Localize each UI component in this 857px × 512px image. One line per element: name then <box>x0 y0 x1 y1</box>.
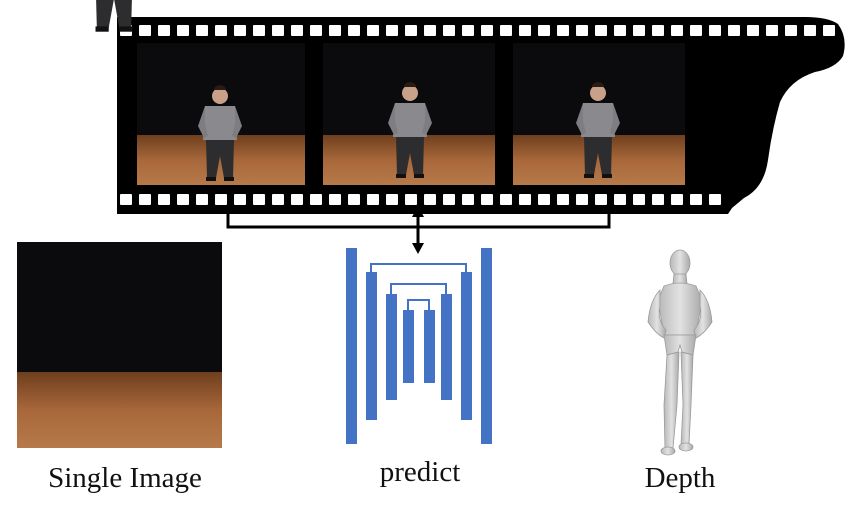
film-sprocket-hole <box>652 25 664 36</box>
film-sprocket-hole <box>215 25 227 36</box>
film-sprocket-hole <box>557 25 569 36</box>
film-sprocket-hole <box>576 194 588 205</box>
film-sprocket-hole <box>709 25 721 36</box>
film-sprocket-hole <box>291 194 303 205</box>
film-sprocket-hole <box>291 25 303 36</box>
film-sprocket-hole <box>595 194 607 205</box>
decoder-layer-1 <box>481 248 492 444</box>
encoder-layer-4 <box>403 310 414 383</box>
film-strip-icon <box>117 17 845 214</box>
film-sprocket-hole <box>633 25 645 36</box>
film-sprocket-hole <box>519 25 531 36</box>
film-sprocket-hole <box>405 194 417 205</box>
film-sprocket-hole <box>386 25 398 36</box>
film-sprocket-hole <box>386 194 398 205</box>
decoder-layer-2 <box>461 272 472 420</box>
film-sprocket-hole <box>462 25 474 36</box>
film-sprocket-hole <box>348 25 360 36</box>
depth-caption: Depth <box>644 462 716 494</box>
film-sprocket-hole <box>196 25 208 36</box>
film-sprocket-hole <box>443 25 455 36</box>
film-sprocket-hole <box>671 25 683 36</box>
film-sprocket-hole <box>348 194 360 205</box>
decoder-layer-3 <box>441 294 452 400</box>
film-sprocket-hole <box>785 25 797 36</box>
film-sprocket-hole <box>310 25 322 36</box>
film-sprocket-hole <box>519 194 531 205</box>
film-sprocket-hole <box>120 194 132 205</box>
film-sprocket-hole <box>139 194 151 205</box>
film-sprocket-hole <box>481 25 493 36</box>
human-mesh-icon <box>647 249 713 456</box>
film-sprocket-hole <box>215 194 227 205</box>
film-sprocket-hole <box>177 194 189 205</box>
film-sprocket-hole <box>158 25 170 36</box>
encoder-layer-2 <box>366 272 377 420</box>
film-frame-1 <box>137 43 305 185</box>
film-sprocket-hole <box>633 194 645 205</box>
film-sprocket-hole <box>804 25 816 36</box>
film-sprocket-hole <box>234 194 246 205</box>
film-sprocket-hole <box>329 194 341 205</box>
film-sprocket-hole <box>272 25 284 36</box>
film-sprocket-hole <box>614 25 626 36</box>
film-sprocket-hole <box>424 194 436 205</box>
film-sprocket-hole <box>272 194 284 205</box>
single-image-photo <box>17 0 222 448</box>
film-sprocket-hole <box>424 25 436 36</box>
predict-caption: predict <box>379 456 461 488</box>
film-sprocket-hole <box>576 25 588 36</box>
film-sprocket-hole <box>557 194 569 205</box>
single-image-caption: Single Image <box>48 462 202 494</box>
film-sprocket-hole <box>747 25 759 36</box>
film-sprocket-hole <box>671 194 683 205</box>
film-sprocket-hole <box>538 25 550 36</box>
film-sprocket-hole <box>253 25 265 36</box>
film-frame-3 <box>513 43 685 185</box>
film-sprocket-hole <box>728 25 740 36</box>
film-sprocket-hole <box>196 194 208 205</box>
film-sprocket-hole <box>158 194 170 205</box>
film-sprocket-hole <box>310 194 322 205</box>
film-sprocket-hole <box>709 194 721 205</box>
film-sprocket-hole <box>367 194 379 205</box>
film-sprocket-hole <box>538 194 550 205</box>
film-sprocket-hole <box>766 25 778 36</box>
film-sprocket-hole <box>690 25 702 36</box>
film-sprocket-hole <box>500 25 512 36</box>
film-sprocket-hole <box>443 194 455 205</box>
film-sprocket-hole <box>329 25 341 36</box>
film-sprocket-hole <box>139 25 151 36</box>
encoder-layer-1 <box>346 248 357 444</box>
film-sprocket-hole <box>823 25 835 36</box>
decoder-layer-4 <box>424 310 435 383</box>
double-arrow-icon <box>412 206 424 254</box>
film-sprocket-hole <box>405 25 417 36</box>
encoder-layer-3 <box>386 294 397 400</box>
film-sprocket-hole <box>462 194 474 205</box>
skip-connections <box>370 263 467 310</box>
film-sprocket-hole <box>234 25 246 36</box>
film-sprocket-hole <box>652 194 664 205</box>
film-sprocket-hole <box>481 194 493 205</box>
film-sprocket-hole <box>500 194 512 205</box>
film-sprocket-hole <box>367 25 379 36</box>
film-sprocket-hole <box>690 194 702 205</box>
film-frame-2 <box>323 43 495 185</box>
film-sprocket-hole <box>253 194 265 205</box>
film-sprocket-hole <box>595 25 607 36</box>
encoder-decoder-network-icon <box>346 248 492 444</box>
film-sprocket-hole <box>177 25 189 36</box>
film-sprocket-hole <box>614 194 626 205</box>
